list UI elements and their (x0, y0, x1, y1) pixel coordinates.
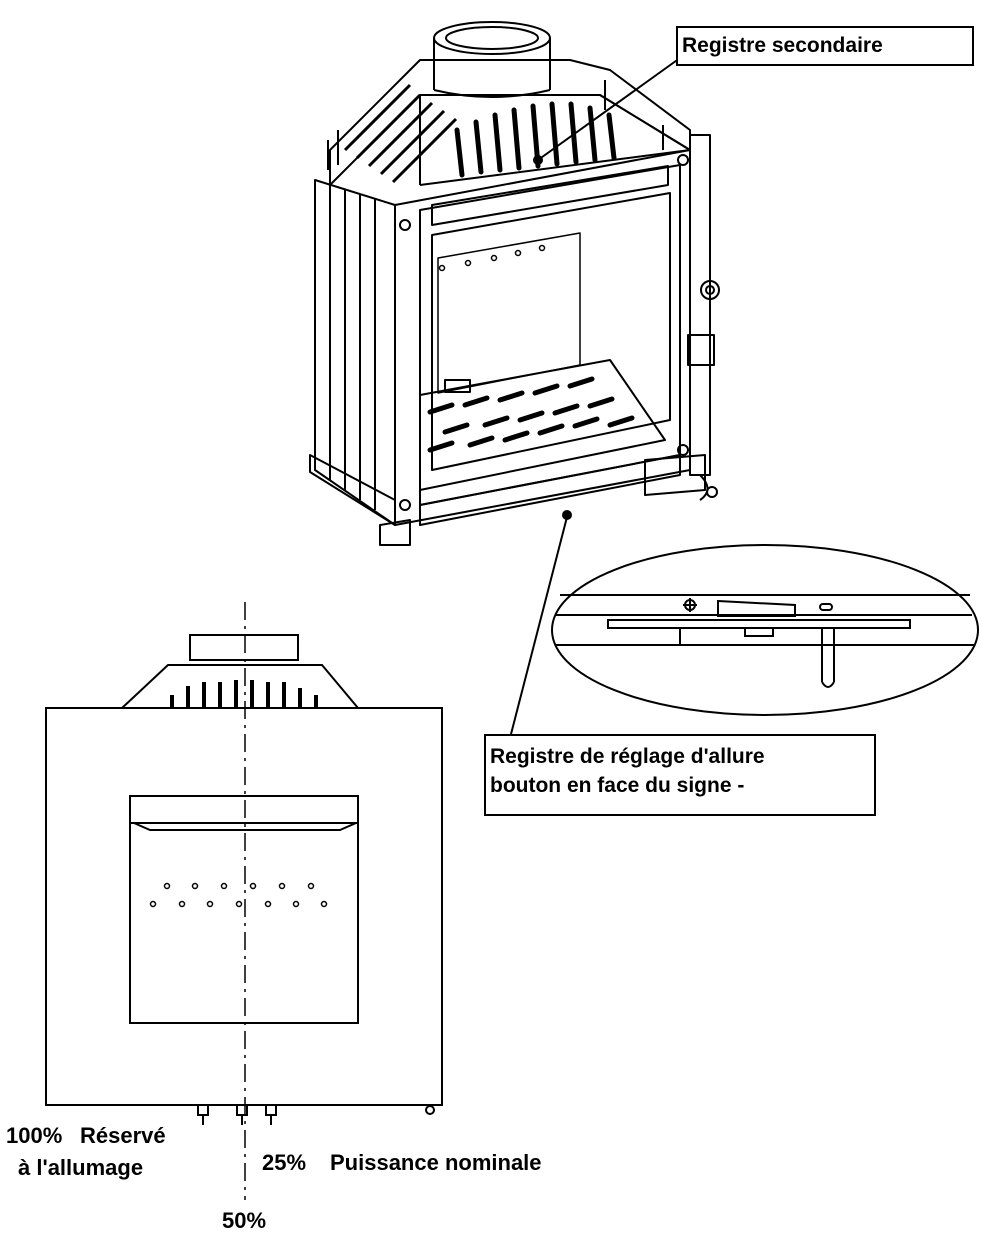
minus-icon (819, 603, 833, 611)
leader-lines (509, 57, 681, 739)
bottom-rail (379, 454, 718, 546)
setting-25-label: 25% (262, 1150, 307, 1175)
setting-nominal-label: Puissance nominale (330, 1150, 542, 1175)
plus-icon (683, 598, 697, 612)
front-frame (394, 134, 720, 526)
left-side-fins (309, 179, 396, 526)
rate-register-line1: Registre de réglage d'allure (490, 745, 765, 768)
fireplace-front-view (45, 602, 443, 1200)
fireplace-insert-perspective (309, 21, 720, 546)
hood-side-fins (343, 83, 458, 184)
corner-rods (327, 80, 664, 170)
flue-collar (433, 21, 551, 98)
setting-ignition-line2: à l'allumage (18, 1155, 144, 1180)
setting-ignition-line1: Réservé (80, 1123, 166, 1148)
register-detail-zoom (551, 544, 979, 716)
setting-100-label: 100% (6, 1123, 63, 1148)
knob-positions (197, 1104, 435, 1125)
rate-register-line2: bouton en face du signe - (490, 774, 745, 797)
grate (419, 359, 666, 491)
secondary-register-label: Registre secondaire (682, 34, 883, 57)
secondary-register-callout: Registre secondaire (676, 26, 974, 66)
hood-vent-slots (454, 101, 617, 178)
rate-register-callout: Registre de réglage d'allure bouton en f… (484, 734, 876, 816)
setting-50-label: 50% (222, 1208, 267, 1233)
rate-slider-wedge (717, 599, 796, 617)
top-hood (329, 59, 691, 186)
